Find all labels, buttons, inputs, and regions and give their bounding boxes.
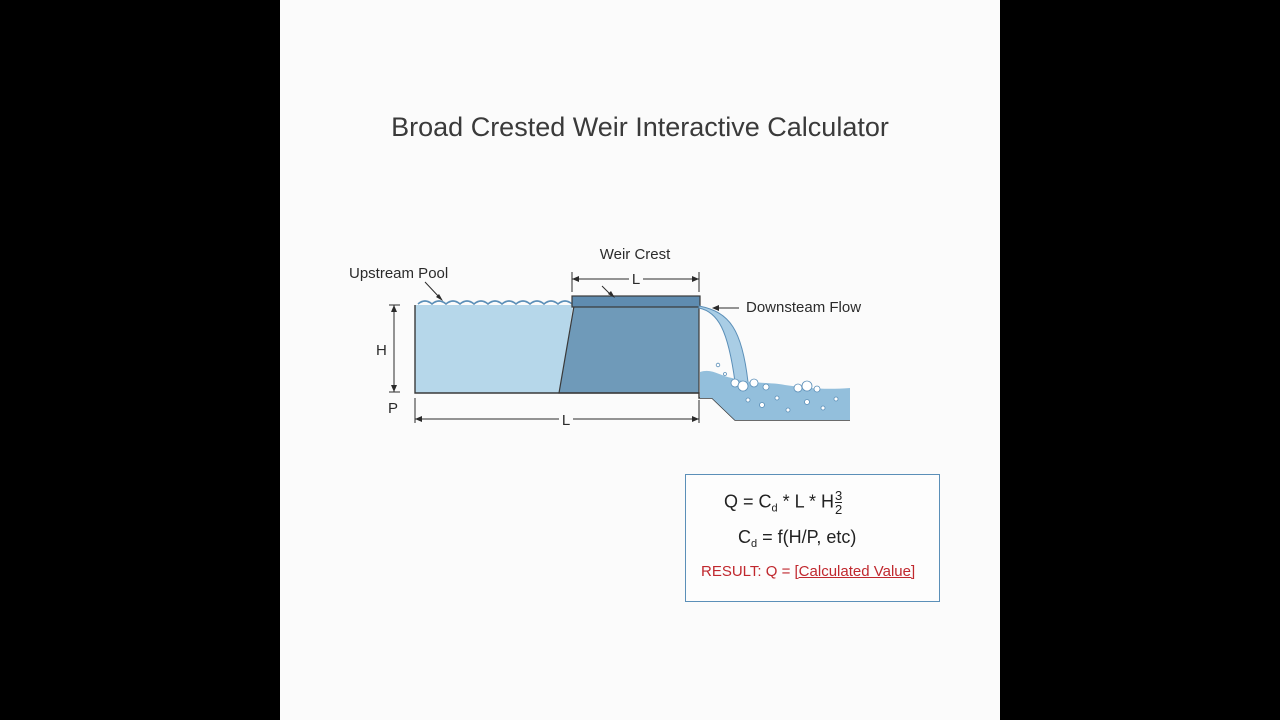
weir-diagram: Weir Crest L Upstream Pool Downsteam Flo…	[349, 246, 861, 429]
coefficient-formula: Cd = f(H/P, etc)	[738, 527, 856, 550]
head-arrow-bottom	[391, 385, 397, 392]
weir-crest-arrowhead	[608, 291, 615, 298]
coefficient-lhs: C	[738, 527, 751, 547]
coefficient-subscript: d	[751, 538, 758, 550]
downstream-flow-label: Downsteam Flow	[746, 299, 861, 316]
upstream-water-surface	[417, 300, 573, 306]
discharge-lhs: Q = C	[724, 491, 772, 512]
upstream-pool-pointer	[424, 281, 441, 299]
base-length-arrow-right	[692, 416, 699, 422]
upstream-water	[415, 305, 573, 393]
weir-height-label: P	[388, 400, 398, 417]
exponent-numerator: 3	[835, 488, 843, 503]
result-value[interactable]: [Calculated Value]	[794, 563, 916, 580]
result-label: RESULT: Q =	[701, 563, 795, 580]
upstream-pool-label: Upstream Pool	[349, 265, 448, 282]
upstream-pool-arrowhead	[436, 294, 443, 301]
crest-length-arrow-right	[692, 276, 699, 282]
crest-length-label: L	[632, 271, 640, 288]
page-title: Broad Crested Weir Interactive Calculato…	[391, 112, 889, 142]
foam-bubbles	[715, 362, 839, 413]
base-length-label-bg	[559, 410, 573, 428]
weir-body	[558, 305, 700, 394]
discharge-cd-subscript: d	[771, 502, 778, 515]
base-length-arrow-left	[415, 416, 422, 422]
content-panel: Broad Crested Weir Interactive Calculato…	[280, 0, 1000, 720]
head-label: H	[376, 342, 387, 359]
weir-crest-label: Weir Crest	[600, 246, 671, 263]
crest-length-arrow-left	[572, 276, 579, 282]
exponent-denominator: 2	[835, 502, 843, 517]
base-length-label: L	[562, 412, 570, 429]
discharge-mid: * L * H	[777, 491, 834, 512]
falling-jet	[698, 305, 749, 383]
coefficient-rhs: = f(H/P, etc)	[757, 527, 857, 547]
result-line: RESULT: Q = [Calculated Value]	[701, 563, 915, 580]
crest-length-label-bg	[629, 269, 643, 287]
weir-crest-cap	[571, 295, 701, 308]
downstream-flow-arrowhead	[712, 305, 719, 311]
head-arrow-top	[391, 305, 397, 312]
downstream-water	[700, 370, 850, 420]
